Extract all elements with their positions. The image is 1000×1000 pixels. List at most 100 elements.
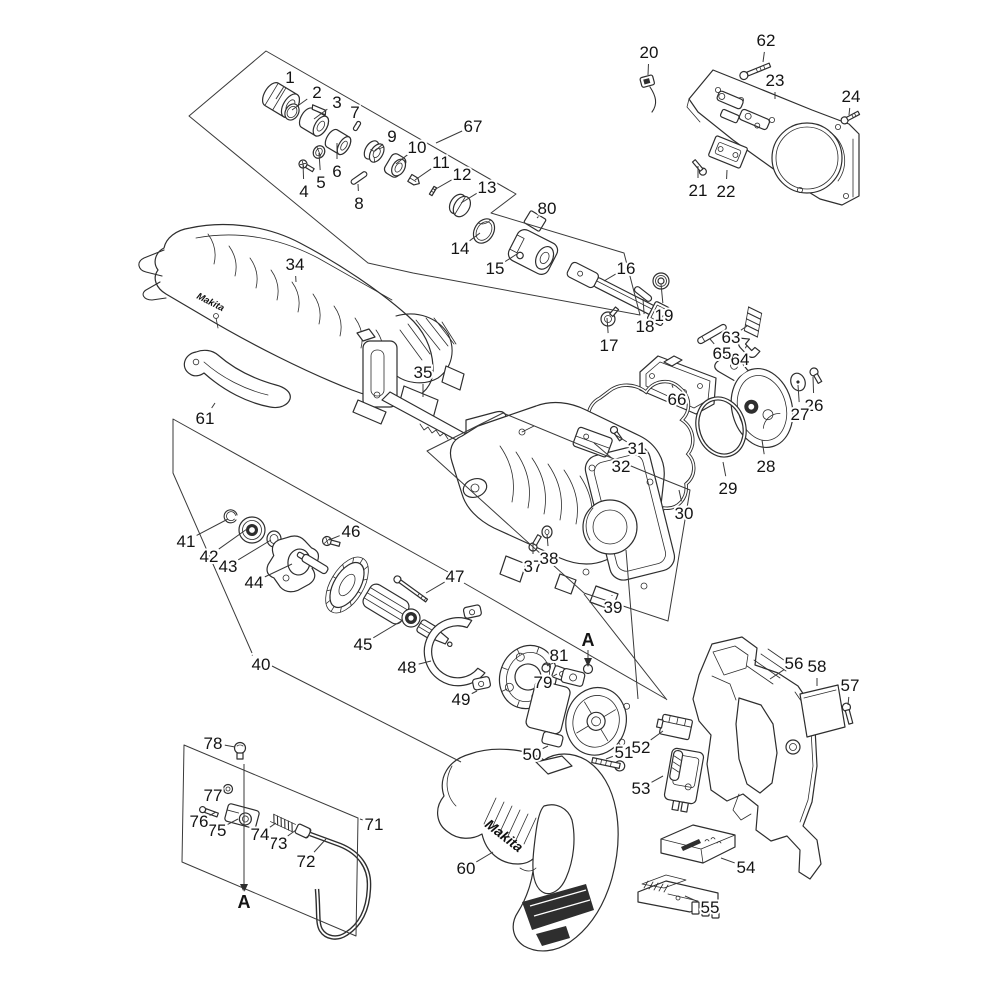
leader-line-56 bbox=[769, 669, 785, 680]
part-label-37: 37 bbox=[524, 557, 543, 576]
part-sleeve-73 bbox=[294, 823, 312, 839]
part-label-40: 40 bbox=[252, 655, 271, 674]
part-pin-65 bbox=[697, 323, 727, 345]
part-label-22: 22 bbox=[717, 182, 736, 201]
leader-line-5 bbox=[318, 152, 321, 171]
part-label-54: 54 bbox=[737, 858, 756, 877]
leader-line-10 bbox=[395, 154, 408, 165]
leader-line-16 bbox=[603, 273, 616, 282]
part-screw-51 bbox=[591, 757, 626, 772]
part-label-20: 20 bbox=[640, 43, 659, 62]
part-label-38: 38 bbox=[540, 549, 559, 568]
part-pin bbox=[350, 171, 368, 185]
part-housing-frame bbox=[692, 636, 822, 880]
part-label-28: 28 bbox=[757, 457, 776, 476]
part-hook-assembly bbox=[199, 741, 372, 940]
part-label-26: 26 bbox=[805, 396, 824, 415]
assembly-group-71 bbox=[181, 744, 359, 937]
part-screw-57 bbox=[841, 702, 854, 725]
leader-line-64 bbox=[744, 344, 748, 349]
part-set-screw bbox=[428, 185, 438, 197]
leader-line-66 bbox=[671, 384, 674, 388]
part-label-7: 7 bbox=[350, 103, 359, 122]
part-bolt-62 bbox=[739, 62, 772, 81]
leader-line-80 bbox=[536, 216, 539, 219]
part-label-17: 17 bbox=[600, 336, 619, 355]
part-label-21: 21 bbox=[689, 181, 708, 200]
part-label-23: 23 bbox=[766, 71, 785, 90]
part-washer-27 bbox=[790, 372, 806, 392]
part-label-8: 8 bbox=[354, 194, 363, 213]
part-label-31: 31 bbox=[628, 439, 647, 458]
leader-line-9 bbox=[374, 143, 384, 152]
part-screw-26 bbox=[809, 367, 823, 384]
leader-line-74 bbox=[269, 822, 277, 828]
part-screw-24 bbox=[840, 110, 861, 125]
assembly-connector-line bbox=[463, 582, 667, 700]
assembly-connector-line bbox=[625, 549, 639, 700]
part-baffle-plate bbox=[423, 604, 492, 691]
leader-line-55 bbox=[684, 895, 700, 903]
leader-lines-layer bbox=[196, 51, 851, 903]
part-label-15: 15 bbox=[486, 259, 505, 278]
leader-line-28 bbox=[761, 439, 765, 455]
assembly-group-39 bbox=[426, 412, 691, 622]
part-name-plate bbox=[799, 684, 846, 738]
part-bolt-47 bbox=[393, 575, 429, 603]
part-label-53: 53 bbox=[632, 779, 651, 798]
part-label-71: 71 bbox=[365, 815, 384, 834]
part-connector-52 bbox=[655, 713, 693, 741]
leader-line-78 bbox=[224, 744, 236, 748]
part-retainer bbox=[298, 104, 330, 137]
part-bracket-32 bbox=[572, 426, 613, 458]
part-label-24: 24 bbox=[842, 87, 861, 106]
part-label-79: 79 bbox=[534, 673, 553, 692]
leader-line-67 bbox=[435, 130, 463, 144]
leader-line-42 bbox=[218, 528, 248, 550]
part-label-58: 58 bbox=[808, 657, 827, 676]
leader-line-14 bbox=[469, 232, 481, 242]
leader-line-60 bbox=[476, 851, 494, 863]
part-label-42: 42 bbox=[200, 547, 219, 566]
part-label-74: 74 bbox=[251, 825, 270, 844]
part-hook-holder-75 bbox=[224, 803, 260, 829]
part-piston bbox=[324, 128, 352, 156]
leader-line-50 bbox=[542, 745, 549, 750]
part-label-9: 9 bbox=[387, 127, 396, 146]
leader-line-18 bbox=[642, 298, 645, 315]
leader-line-40 bbox=[251, 654, 253, 656]
leader-line-19 bbox=[660, 283, 664, 304]
assembly-group-40 bbox=[172, 418, 449, 654]
part-sensor bbox=[639, 74, 657, 113]
leader-line-47 bbox=[425, 581, 445, 594]
part-clip bbox=[407, 173, 420, 186]
part-nut-77 bbox=[222, 783, 234, 795]
part-label-77: 77 bbox=[204, 786, 223, 805]
part-terminal-block bbox=[637, 874, 720, 919]
part-screw-46 bbox=[321, 535, 341, 547]
part-label-56: 56 bbox=[785, 654, 804, 673]
part-label-72: 72 bbox=[297, 852, 316, 871]
part-ring bbox=[472, 218, 496, 244]
leader-line-57 bbox=[847, 696, 850, 706]
part-pin-18 bbox=[633, 286, 653, 302]
part-label-18: 18 bbox=[636, 317, 655, 336]
leader-line-38 bbox=[546, 533, 549, 547]
leader-line-71 bbox=[359, 818, 363, 821]
part-label-50: 50 bbox=[523, 745, 542, 764]
part-screw bbox=[298, 159, 315, 173]
part-label-57: 57 bbox=[841, 676, 860, 695]
part-screw-78 bbox=[233, 741, 247, 760]
part-spring-63 bbox=[743, 306, 763, 338]
leader-line-54 bbox=[720, 857, 735, 864]
part-label-16: 16 bbox=[617, 259, 636, 278]
leader-line-13 bbox=[460, 192, 478, 204]
part-label-55: 55 bbox=[701, 898, 720, 917]
part-spring-74 bbox=[270, 813, 296, 833]
leader-line-81 bbox=[546, 662, 551, 667]
part-label-3: 3 bbox=[332, 93, 341, 112]
section-arrowhead bbox=[584, 658, 592, 667]
section-markers-layer: AA bbox=[236, 628, 597, 914]
leader-line-4 bbox=[302, 162, 305, 180]
leader-line-24 bbox=[848, 107, 851, 116]
